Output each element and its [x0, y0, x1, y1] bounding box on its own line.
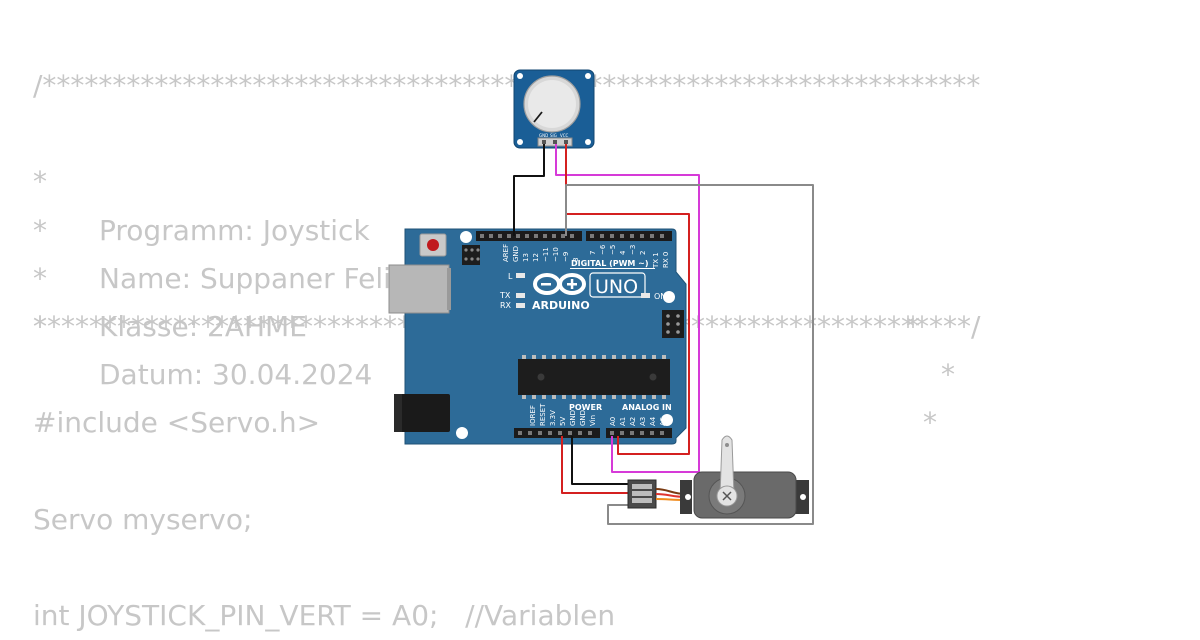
arduino-brand: ARDUINO: [532, 299, 590, 312]
power-label: POWER: [569, 403, 602, 412]
icsp-header: [462, 245, 480, 265]
code-line-class: * Klasse: 2AHME *: [33, 207, 955, 391]
pin-label: 8: [572, 258, 580, 262]
pin-label: ~6: [599, 244, 607, 255]
comment-star: *: [33, 261, 47, 295]
comment-star-end: *: [923, 406, 937, 440]
comment-star-end: *: [941, 358, 955, 392]
pin-label: A3: [639, 417, 647, 426]
board-model: UNO: [595, 276, 638, 298]
pin-label: 2: [639, 251, 647, 255]
power-jack: [394, 394, 450, 432]
pin-label: ~3: [629, 245, 637, 255]
pin-label: A4: [649, 416, 657, 426]
date: Datum: 30.04.2024: [99, 358, 373, 392]
led-tx: [516, 293, 525, 298]
pin-label: GND: [569, 410, 577, 426]
code-line-stars-open: /***************************************…: [33, 62, 980, 110]
joystick-module[interactable]: GND SIG VCC: [513, 69, 595, 149]
comment-star: *: [33, 213, 47, 247]
analog-label: ANALOG IN: [622, 403, 672, 412]
pin-label: A5: [659, 417, 667, 426]
led-l: [516, 273, 525, 278]
pin-label: 3.3V: [549, 410, 557, 426]
pin-label: 4: [619, 250, 627, 255]
analog-header: [606, 428, 672, 438]
pin-label-gnd: GND: [539, 133, 548, 138]
code-line-include: #include <Servo.h>: [33, 399, 320, 447]
mounting-hole: [661, 414, 673, 426]
pin-label: 7: [589, 251, 597, 255]
code-line-date: * Datum: 30.04.2024 *: [33, 255, 937, 439]
pin-label: AREF: [502, 244, 510, 262]
pin-label: TX 1: [652, 252, 660, 269]
pin-label-sig: SIG: [550, 133, 557, 138]
comment-star: *: [33, 309, 47, 343]
pin-label: Vin: [589, 415, 597, 426]
wire-pin9-servo-signal: [565, 184, 814, 525]
usb-connector: [388, 264, 450, 314]
pin-label: A0: [609, 417, 617, 426]
pin-label: 5V: [559, 417, 567, 426]
led-on: [641, 293, 650, 298]
digital-header-right: [586, 231, 672, 241]
servo-declaration: Servo myservo;: [33, 502, 253, 536]
comment-open: /***************************************…: [33, 69, 981, 102]
knob-indicator: [533, 111, 543, 123]
led-label-on: ON: [654, 292, 666, 301]
wire-gnd-servo: [571, 436, 630, 485]
pin-label: A2: [629, 417, 637, 426]
include-directive: #include <Servo.h>: [33, 406, 321, 440]
pin-label: IOREF: [529, 405, 537, 426]
pin-label: RESET: [539, 403, 547, 426]
program-name: Programm: Joystick: [99, 213, 370, 247]
mounting-hole: [456, 427, 468, 439]
servo-screw-icon: [722, 491, 732, 501]
pin-label: GND: [512, 246, 520, 262]
pin-label: A1: [619, 417, 627, 426]
icsp-header-right: [662, 310, 684, 338]
led-label-rx: RX: [500, 301, 512, 310]
pin-label: ~11: [542, 247, 550, 262]
led-label-tx: TX: [499, 291, 511, 300]
pin-label: ~9: [562, 252, 570, 262]
wire-5v-servo: [561, 436, 630, 494]
arduino-logo: [533, 273, 586, 295]
microcontroller-chip: [518, 355, 670, 399]
pin-label: 13: [522, 253, 530, 262]
code-line-int: int JOYSTICK_PIN_VERT = A0; //Variablen: [33, 592, 615, 640]
mounting-hole: [460, 231, 472, 243]
pin-label: ~10: [552, 247, 560, 262]
comment-star: *: [33, 165, 47, 199]
pin-label: 12: [532, 253, 540, 262]
led-rx: [516, 303, 525, 308]
arduino-uno-board[interactable]: AREF GND 13 12 ~11 ~10 ~9 8 7 ~6 ~5 4 ~3…: [388, 228, 687, 445]
wire-joystick-gnd: [513, 144, 545, 236]
pin-label-vcc: VCC: [560, 133, 569, 138]
pin-label: ~5: [609, 245, 617, 255]
wire-joystick-sig-a0: [555, 144, 700, 473]
joystick-pin-declaration: int JOYSTICK_PIN_VERT = A0; //Variablen: [33, 599, 616, 633]
code-line-servo: Servo myservo;: [33, 496, 252, 544]
pin-label: RX 0: [662, 252, 670, 268]
servo-motor[interactable]: [627, 435, 809, 519]
comment-star-end: *: [906, 309, 920, 343]
mounting-hole: [663, 291, 675, 303]
pin-label: GND: [579, 410, 587, 426]
power-header: [514, 428, 600, 438]
led-label-l: L: [508, 272, 513, 281]
digital-label: DIGITAL (PWM ~): [571, 259, 649, 268]
class-name: Klasse: 2AHME: [99, 309, 307, 343]
